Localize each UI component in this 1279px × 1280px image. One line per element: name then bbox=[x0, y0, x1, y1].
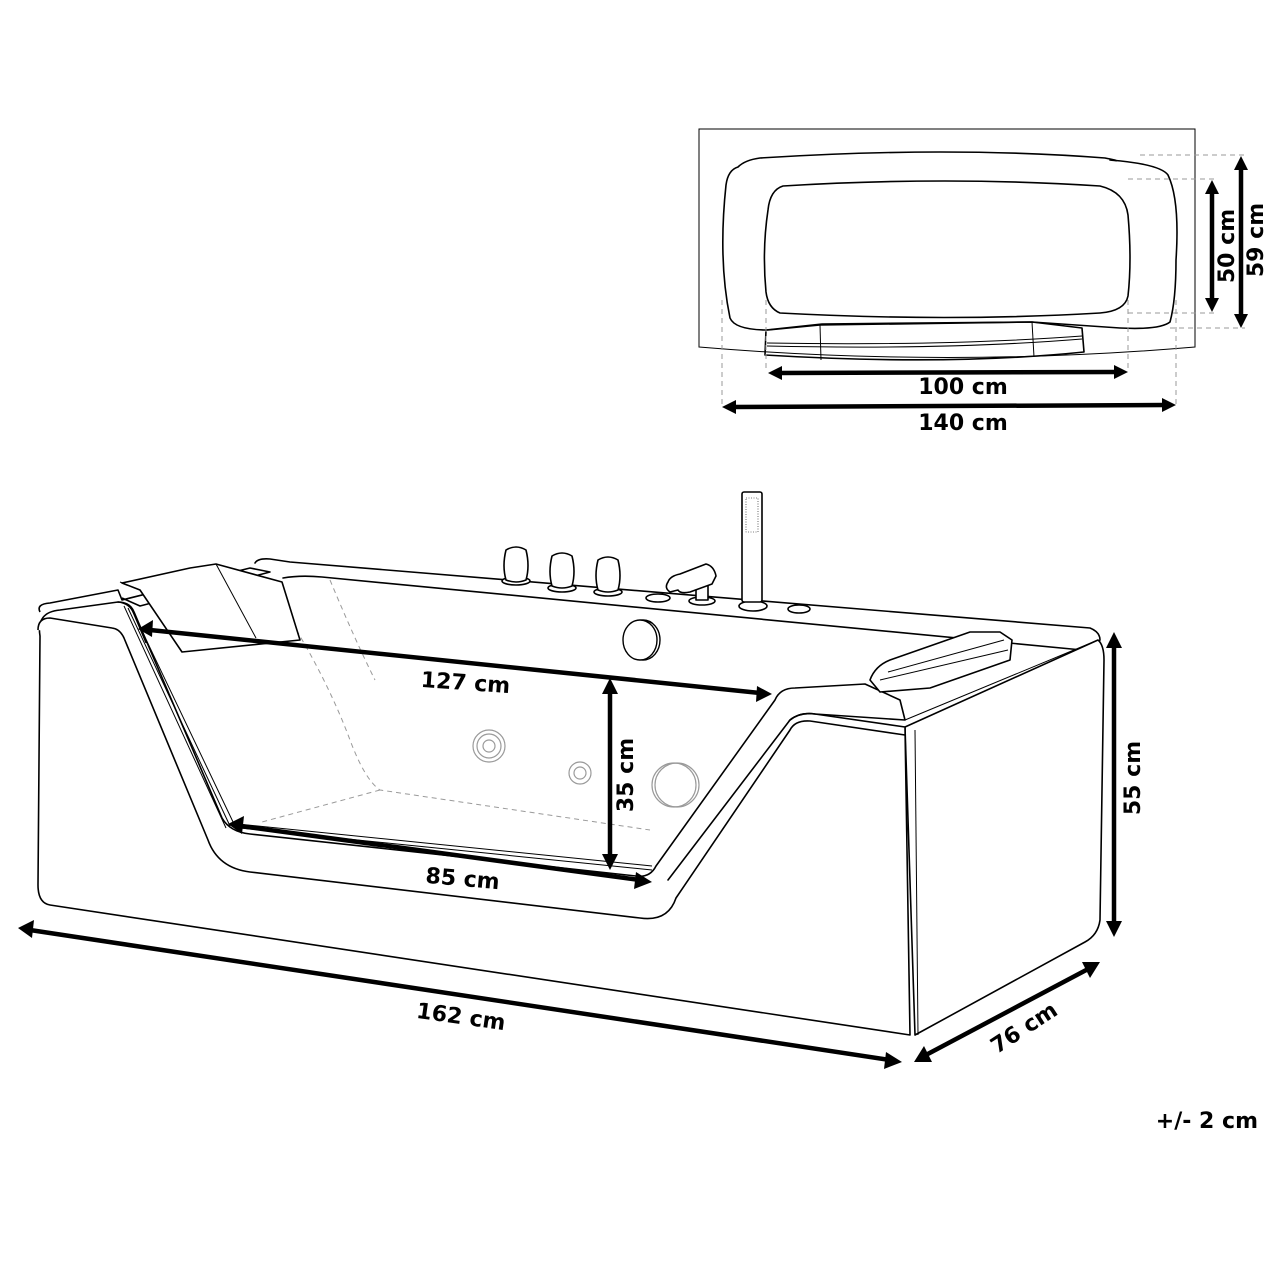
front-panel-inner-edge bbox=[37, 617, 906, 920]
headrest-left bbox=[121, 563, 301, 653]
control-knob-2 bbox=[547, 552, 577, 593]
top-view-basin bbox=[763, 180, 1131, 319]
whirlpool-jets bbox=[472, 729, 700, 808]
faucet-spout bbox=[665, 563, 717, 606]
label-top-inner-length: 127 cm bbox=[420, 668, 511, 699]
back-rim bbox=[254, 558, 1101, 649]
control-knob-3 bbox=[593, 556, 623, 597]
top-view: 100 cm 140 cm 50 cm 59 cm bbox=[698, 128, 1269, 436]
tolerance-note: +/- 2 cm bbox=[1156, 1109, 1258, 1134]
label-inner-depth: 35 cm bbox=[614, 738, 639, 812]
headrest-right bbox=[869, 631, 1013, 693]
air-button bbox=[645, 593, 671, 603]
dim-line-100 bbox=[777, 369, 1119, 376]
label-outer-width: 59 cm bbox=[1244, 203, 1269, 277]
dim-line-162 bbox=[29, 927, 891, 1063]
top-view-outer-frame bbox=[698, 128, 1196, 358]
top-view-front-panel bbox=[764, 321, 1085, 361]
label-total-height: 55 cm bbox=[1121, 741, 1146, 815]
perspective-view: 127 cm 85 cm 35 cm 55 cm 162 cm 76 cm bbox=[18, 491, 1146, 1069]
label-total-length: 162 cm bbox=[415, 999, 507, 1036]
small-button bbox=[787, 604, 811, 614]
label-outer-length: 140 cm bbox=[918, 411, 1008, 436]
glass-window bbox=[117, 601, 906, 881]
dim-line-140 bbox=[731, 402, 1167, 410]
dim-line-76 bbox=[922, 966, 1092, 1058]
dim-line-85 bbox=[239, 823, 641, 883]
overflow-drain bbox=[622, 619, 661, 661]
top-view-rim bbox=[722, 151, 1178, 331]
label-inner-width: 50 cm bbox=[1215, 209, 1240, 283]
label-total-width: 76 cm bbox=[987, 998, 1063, 1059]
hand-shower bbox=[738, 491, 768, 612]
dim-line-127 bbox=[149, 627, 761, 696]
right-side-panel bbox=[904, 639, 1105, 1036]
control-knob-1 bbox=[501, 546, 531, 586]
label-inner-length: 100 cm bbox=[918, 375, 1008, 400]
